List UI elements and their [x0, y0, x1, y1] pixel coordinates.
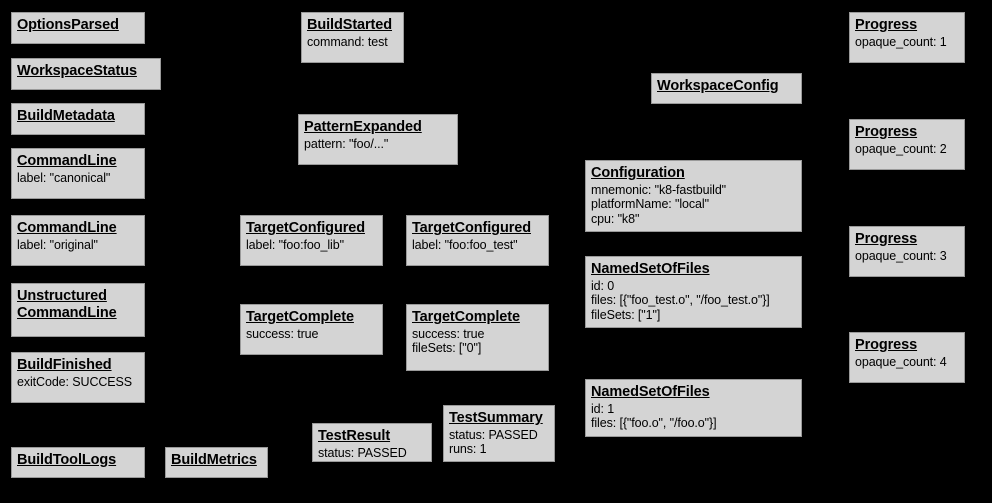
node-title: WorkspaceConfig: [657, 78, 779, 94]
node-title: OptionsParsed: [17, 17, 119, 33]
node-title: TestSummary: [449, 410, 543, 426]
node-field: pattern: "foo/...": [304, 136, 389, 151]
node-title: BuildStarted: [307, 17, 393, 33]
node-title: Progress: [855, 124, 918, 140]
node-field: success: true: [246, 326, 319, 341]
node-title: TargetConfigured: [246, 220, 365, 236]
node-field: files: [{"foo.o", "/foo.o"}]: [591, 416, 717, 431]
node-title: BuildFinished: [17, 357, 112, 373]
node-title: Unstructured CommandLine: [17, 288, 117, 321]
node-field: id: 1: [591, 401, 615, 416]
node-options-parsed[interactable]: OptionsParsed: [11, 12, 145, 44]
node-field: command: test: [307, 34, 388, 49]
node-title: NamedSetOfFiles: [591, 384, 710, 400]
node-field: fileSets: ["1"]: [591, 307, 661, 322]
node-field: id: 0: [591, 278, 615, 293]
node-field: mnemonic: "k8-fastbuild": [591, 182, 727, 197]
node-build-metadata[interactable]: BuildMetadata: [11, 103, 145, 135]
node-field: opaque_count: 2: [855, 141, 947, 156]
node-build-tool-logs[interactable]: BuildToolLogs: [11, 447, 145, 478]
node-workspace-status[interactable]: WorkspaceStatus: [11, 58, 161, 90]
node-title: BuildToolLogs: [17, 452, 117, 468]
node-field: status: PASSED: [318, 445, 407, 460]
node-title: Progress: [855, 337, 918, 353]
node-title: Configuration: [591, 165, 685, 181]
node-title: Progress: [855, 17, 918, 33]
node-field: label: "foo:foo_lib": [246, 237, 344, 252]
node-field: runs: 1: [449, 442, 487, 457]
node-field: opaque_count: 1: [855, 34, 947, 49]
node-title: BuildMetrics: [171, 452, 257, 468]
node-title: TargetComplete: [412, 309, 520, 325]
node-title: CommandLine: [17, 153, 117, 169]
node-title: BuildMetadata: [17, 108, 115, 124]
node-field: cpu: "k8": [591, 211, 640, 226]
node-workspace-config[interactable]: WorkspaceConfig: [651, 73, 802, 104]
node-field: label: "canonical": [17, 170, 111, 185]
node-field: label: "foo:foo_test": [412, 237, 518, 252]
node-field: label: "original": [17, 237, 98, 252]
node-field: exitCode: SUCCESS: [17, 374, 133, 389]
node-title: WorkspaceStatus: [17, 63, 137, 79]
node-field: opaque_count: 3: [855, 248, 947, 263]
node-title: TestResult: [318, 428, 391, 444]
node-field: platformName: "local": [591, 197, 709, 212]
node-unstructured-command-line[interactable]: Unstructured CommandLine: [11, 283, 145, 337]
node-title: Progress: [855, 231, 918, 247]
node-title: TargetConfigured: [412, 220, 531, 236]
node-title: PatternExpanded: [304, 119, 422, 135]
node-field: success: true: [412, 326, 485, 341]
node-field: fileSets: ["0"]: [412, 341, 482, 356]
node-title: CommandLine: [17, 220, 117, 236]
node-field: files: [{"foo_test.o", "/foo_test.o"}]: [591, 293, 770, 308]
node-field: status: PASSED: [449, 427, 538, 442]
node-field: opaque_count: 4: [855, 354, 947, 369]
node-title: NamedSetOfFiles: [591, 261, 710, 277]
node-build-metrics[interactable]: BuildMetrics: [165, 447, 268, 478]
node-title: TargetComplete: [246, 309, 354, 325]
